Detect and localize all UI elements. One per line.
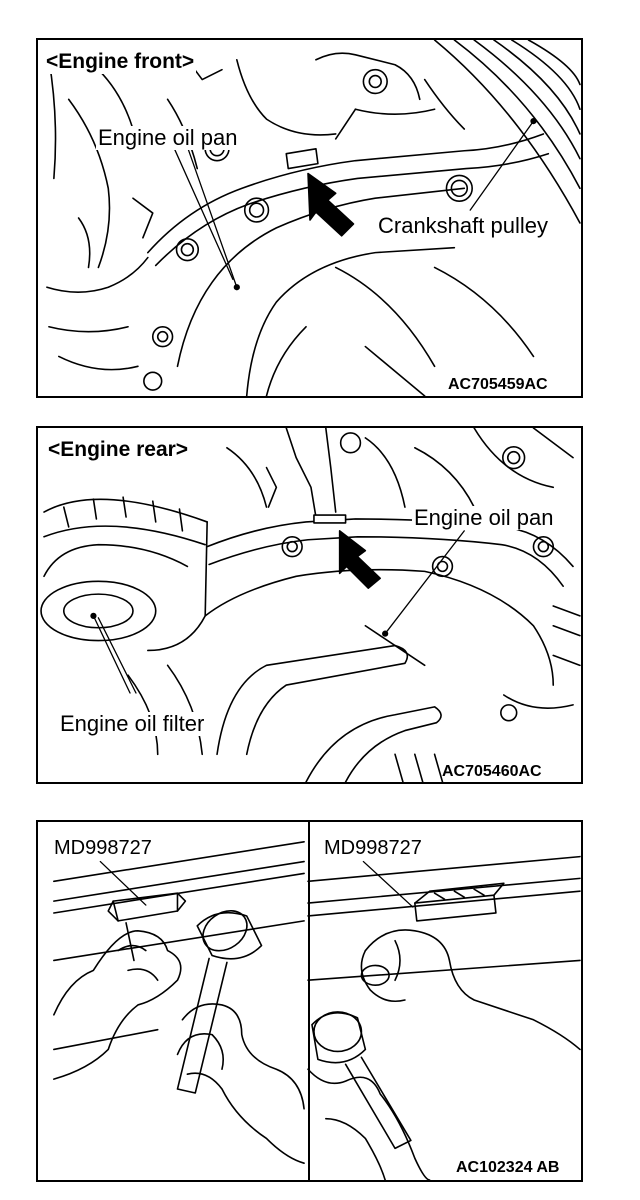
front-leader-lines: [174, 119, 536, 290]
rear-lower-lines: [128, 626, 442, 782]
crankshaft-pulley-label: Crankshaft pulley: [376, 213, 550, 238]
engine-front-heading: <Engine front>: [44, 50, 197, 74]
right-hand-holding-hammer: [308, 1069, 430, 1180]
left-tool-label: MD998727: [52, 836, 154, 860]
left-hammer: [177, 903, 261, 1093]
right-hammer: [312, 1012, 411, 1148]
left-oil-pan-rail: [54, 842, 304, 1050]
rear-oil-pan-flange: [205, 519, 573, 782]
left-hand-holding-tool: [54, 923, 181, 1079]
flange-bolts: [144, 70, 472, 390]
engine-front-figure: <Engine front> Engine oil pan Crankshaft…: [36, 38, 583, 398]
front-lower-lines: [336, 267, 534, 396]
rear-flange-bolts: [282, 433, 553, 721]
right-tool-label: MD998727: [322, 836, 424, 860]
right-hand-holding-tool: [361, 930, 580, 1049]
right-oil-pan-rail: [308, 857, 580, 981]
engine-rear-drawing: [38, 428, 581, 782]
front-oil-pan-label: Engine oil pan: [96, 125, 240, 150]
engine-rear-figure: <Engine rear> Engine oil pan Engine oil …: [36, 426, 583, 784]
front-arrow: [308, 174, 353, 236]
engine-rear-heading: <Engine rear>: [46, 438, 191, 462]
tool-figure-code: AC102324 AB: [456, 1159, 560, 1176]
tool-leader-lines: [100, 862, 413, 907]
special-tool-drawing: [38, 822, 581, 1180]
oil-filter-label: Engine oil filter: [58, 711, 207, 736]
oil-pan-flange: [148, 134, 549, 396]
right-seal-cutter-tool: [415, 883, 504, 921]
front-figure-code: AC705459AC: [448, 376, 548, 393]
rear-oil-pan-label: Engine oil pan: [412, 505, 556, 530]
engine-block-left: [47, 60, 336, 370]
left-seal-cutter-tool: [108, 893, 185, 921]
rear-leader-lines: [91, 531, 464, 693]
front-bracket: [286, 53, 464, 168]
rear-arrow: [340, 531, 381, 588]
oil-filter-drawing: [41, 497, 207, 650]
rear-upper-components: [227, 428, 580, 665]
rear-figure-code: AC705460AC: [442, 763, 542, 780]
engine-front-drawing: [38, 40, 581, 396]
special-tool-figure: MD998727 MD998727 AC102324 AB: [36, 820, 583, 1182]
tool-panel-divider: [308, 822, 310, 1180]
crankshaft-pulley-drawing: [435, 40, 580, 223]
left-hand-holding-hammer: [177, 1004, 304, 1163]
